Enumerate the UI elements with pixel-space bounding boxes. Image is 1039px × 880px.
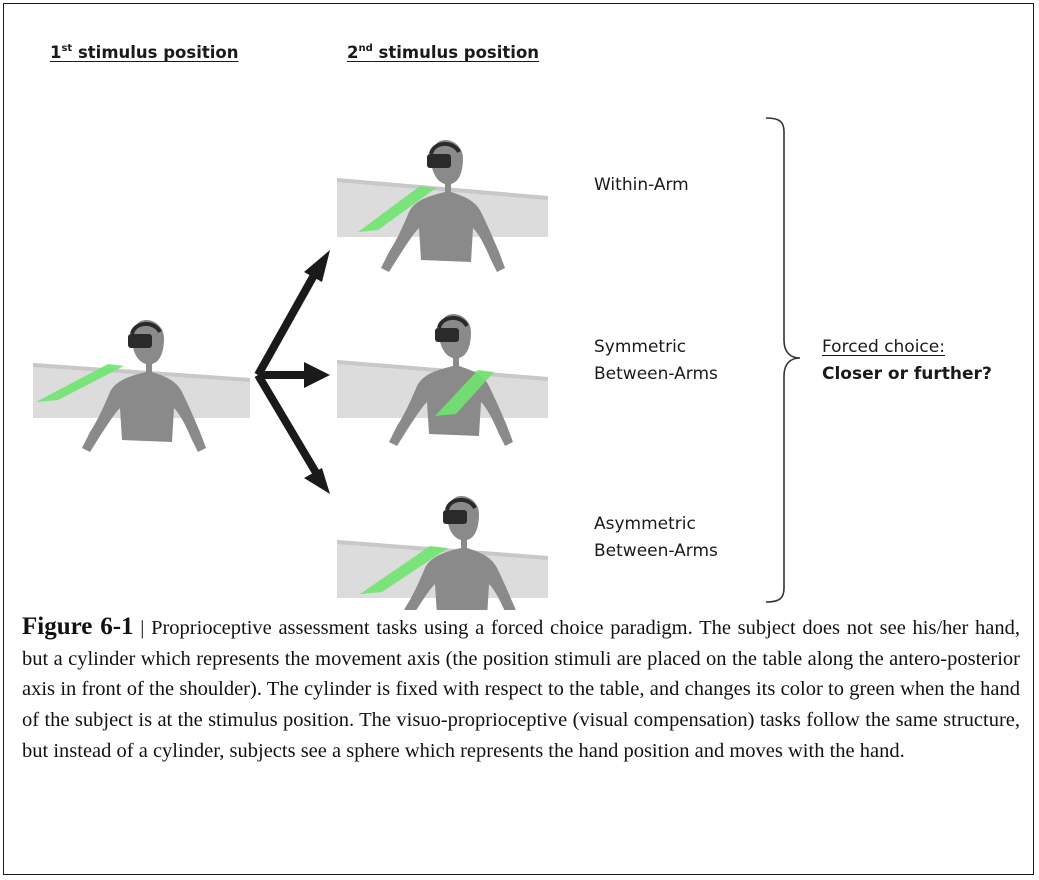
caption-label: Figure 6-1: [22, 613, 134, 640]
first-stimulus-header: 1st stimulus position: [50, 43, 239, 62]
second-stimulus-header: 2nd stimulus position: [347, 43, 540, 62]
first-stimulus-scene: [33, 318, 250, 454]
symmetric-between-arms-label: Symmetric Between-Arms: [594, 337, 718, 384]
within-arm-scene: [337, 138, 548, 274]
asymmetric-between-arms-label: Asymmetric Between-Arms: [594, 514, 718, 561]
figure-caption: Figure 6-1 | Proprioceptive assessment t…: [22, 612, 1020, 767]
forced-choice-label: Forced choice: Closer or further?: [822, 334, 992, 388]
caption-text: Proprioceptive assessment tasks using a …: [22, 617, 1020, 762]
right-curly-bracket-icon: [765, 117, 801, 603]
figure-frame: [3, 3, 1034, 875]
symmetric-between-arms-scene: [337, 312, 548, 448]
branching-arrows-icon: [254, 250, 330, 494]
forced-choice-title: Forced choice:: [822, 337, 945, 357]
stimulus-diagram: [33, 117, 801, 610]
asymmetric-between-arms-scene: [337, 494, 548, 610]
forced-choice-question: Closer or further?: [822, 364, 992, 384]
caption-separator: |: [133, 617, 152, 639]
within-arm-label: Within-Arm: [594, 175, 689, 195]
